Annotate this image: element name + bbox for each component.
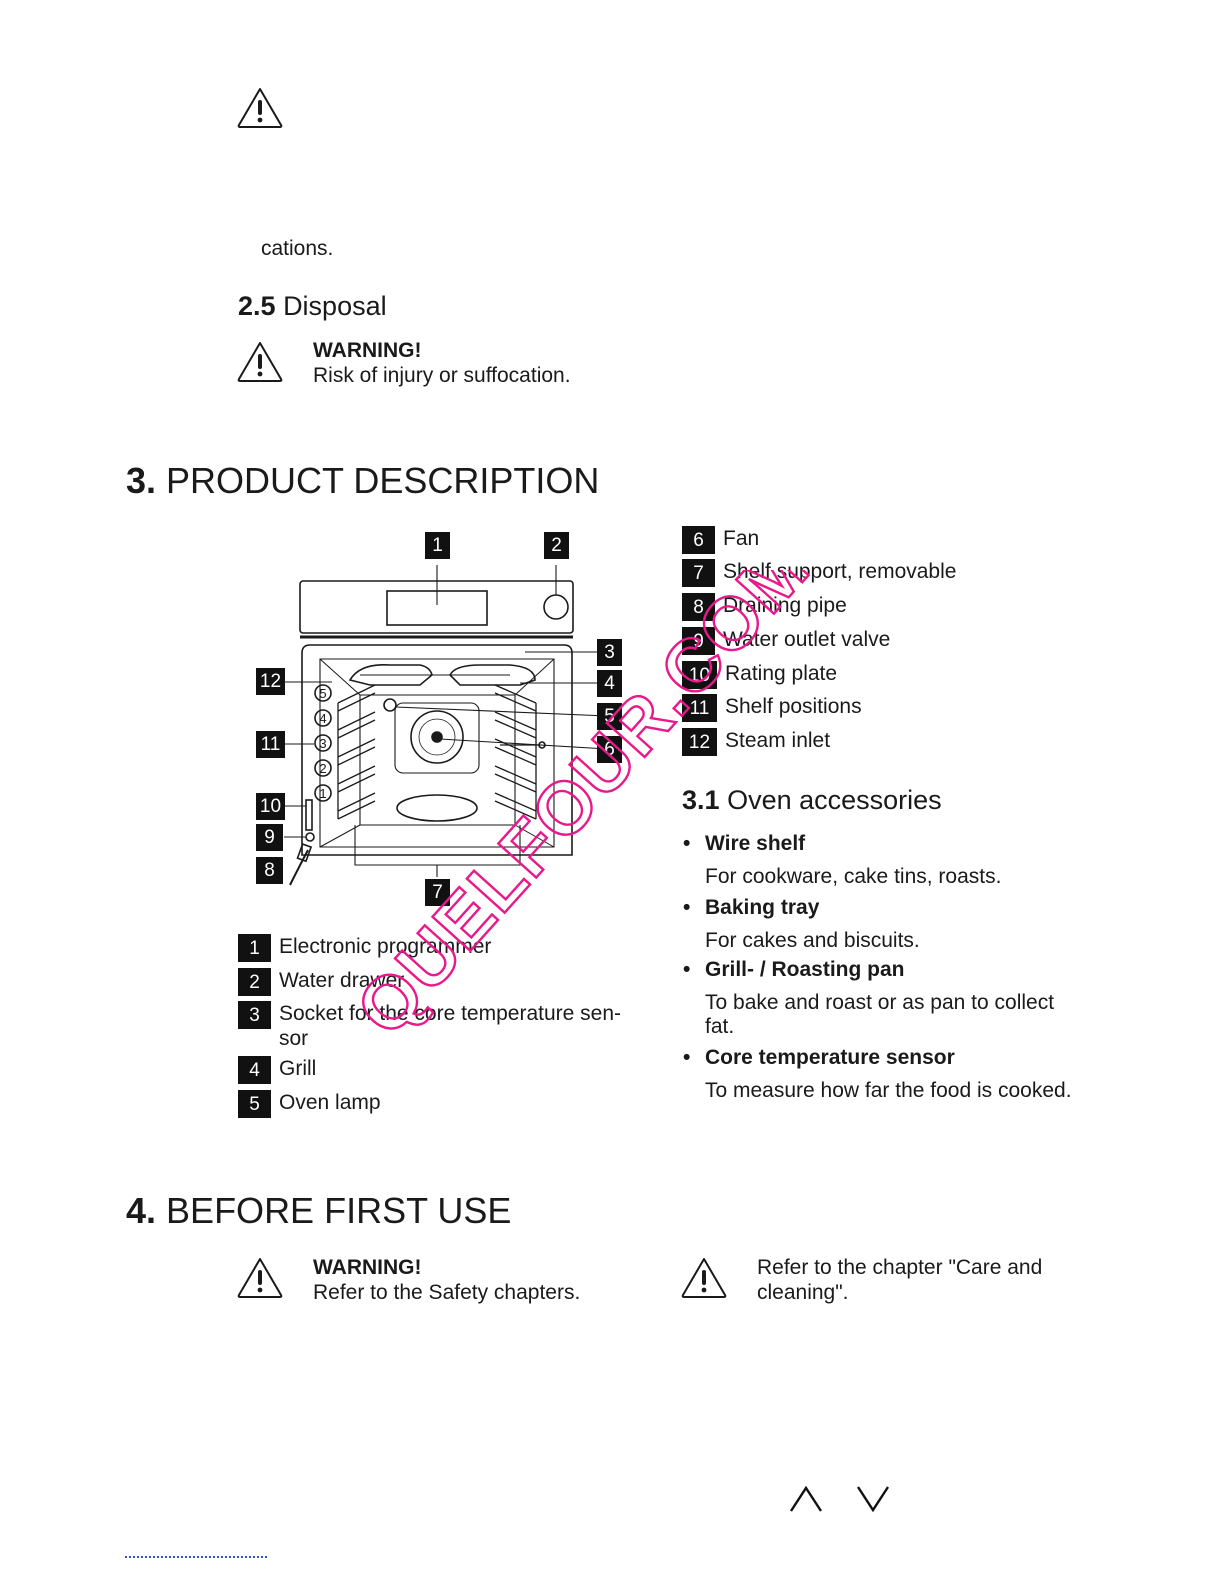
accessory-desc: To bake and roast or as pan to collect: [705, 991, 1055, 1014]
warning-label: WARNING!: [313, 339, 422, 362]
accessory-desc: For cakes and biscuits.: [705, 929, 920, 952]
caution-icon: [681, 1258, 727, 1298]
legend-label-continued: sor: [279, 1027, 309, 1050]
legend-label: Draining pipe: [723, 594, 847, 617]
accessory-name-text: Wire shelf: [705, 832, 806, 855]
legend-item: 8 Draining pipe: [682, 593, 847, 621]
chapter-heading-4: 4. BEFORE FIRST USE: [126, 1190, 511, 1232]
bullet-dot: •: [683, 1046, 691, 1069]
legend-label: Rating plate: [725, 662, 838, 685]
shelf-position-label: 2: [319, 761, 326, 776]
legend-item: 3 Socket for the core temperature sen-: [238, 1001, 621, 1029]
legend-item: 10 Rating plate: [682, 661, 837, 689]
callout-7: 7: [425, 879, 450, 906]
note-text: Refer to the chapter "Care and: [757, 1256, 1043, 1279]
callout-2: 2: [544, 532, 569, 559]
callout-12: 12: [256, 668, 285, 695]
chapter-number: 4.: [126, 1190, 157, 1231]
chapter-title: PRODUCT DESCRIPTION: [166, 460, 600, 501]
accessory-name: • Core temperature sensor: [683, 1045, 955, 1070]
accessory-desc-continued: fat.: [705, 1015, 735, 1038]
legend-item: 2 Water drawer: [238, 968, 404, 996]
legend-item: 11 Shelf positions: [682, 694, 862, 722]
bottom-link-underline[interactable]: [125, 1556, 267, 1558]
callout-5: 5: [597, 703, 622, 730]
legend-number: 5: [238, 1090, 271, 1118]
legend-number: 4: [238, 1056, 271, 1084]
legend-item: 5 Oven lamp: [238, 1090, 381, 1118]
accessory-name-text: Core temperature sensor: [705, 1046, 955, 1069]
chevron-up-icon[interactable]: [788, 1484, 824, 1514]
chevron-down-icon[interactable]: [855, 1484, 891, 1514]
callout-3: 3: [597, 639, 622, 666]
accessory-desc: For cookware, cake tins, roasts.: [705, 865, 1002, 888]
warning-text: Risk of injury or suffocation.: [313, 364, 571, 387]
legend-item: 12 Steam inlet: [682, 728, 830, 756]
section-heading-3-1: 3.1 Oven accessories: [682, 784, 942, 816]
warning-icon: [237, 342, 283, 382]
legend-number: 3: [238, 1001, 271, 1029]
legend-number: 1: [238, 934, 271, 962]
accessory-name: • Wire shelf: [683, 831, 806, 856]
oven-diagram: 5 4 3 2 1: [284, 565, 608, 886]
accessory-name: • Baking tray: [683, 895, 820, 920]
legend-item: 7 Shelf support, removable: [682, 559, 956, 587]
legend-item: 9 Water outlet valve: [682, 627, 890, 655]
section-heading-2-5: 2.5 Disposal: [238, 290, 387, 322]
callout-8: 8: [256, 857, 283, 884]
section-number: 2.5: [238, 291, 276, 321]
callout-1: 1: [425, 532, 450, 559]
callout-11: 11: [256, 731, 285, 758]
legend-number: 7: [682, 559, 715, 587]
legend-label: Water outlet valve: [723, 628, 891, 651]
legend-label: Shelf positions: [725, 695, 862, 718]
accessory-desc: To measure how far the food is cooked.: [705, 1079, 1072, 1102]
callout-10: 10: [256, 793, 285, 820]
bullet-dot: •: [683, 958, 691, 981]
warning-icon: [237, 88, 283, 128]
legend-number: 10: [682, 661, 717, 689]
legend-label: Socket for the core temperature sen-: [279, 1002, 621, 1025]
legend-label: Shelf support, removable: [723, 560, 957, 583]
shelf-position-label: 1: [319, 786, 326, 801]
legend-number: 12: [682, 728, 717, 756]
legend-number: 6: [682, 526, 715, 554]
section-title: Oven accessories: [727, 785, 942, 815]
legend-label: Fan: [723, 527, 760, 550]
chapter-number: 3.: [126, 460, 157, 501]
chapter-title: BEFORE FIRST USE: [166, 1190, 512, 1231]
legend-label: Electronic programmer: [279, 935, 492, 958]
accessory-name: • Grill- / Roasting pan: [683, 957, 905, 982]
chapter-heading-3: 3. PRODUCT DESCRIPTION: [126, 460, 599, 502]
continuation-text: cations.: [261, 237, 334, 260]
section-title: Disposal: [283, 291, 387, 321]
legend-item: 6 Fan: [682, 526, 759, 554]
callout-4: 4: [597, 670, 622, 697]
legend-label: Grill: [279, 1057, 317, 1080]
legend-label: Water drawer: [279, 969, 405, 992]
legend-number: 8: [682, 593, 715, 621]
accessory-name-text: Baking tray: [705, 896, 820, 919]
bullet-dot: •: [683, 896, 691, 919]
legend-number: 2: [238, 968, 271, 996]
legend-item: 4 Grill: [238, 1056, 316, 1084]
accessory-name-text: Grill- / Roasting pan: [705, 958, 905, 981]
warning-label: WARNING!: [313, 1256, 422, 1279]
callout-6: 6: [597, 736, 622, 763]
legend-label: Steam inlet: [725, 729, 831, 752]
shelf-position-label: 3: [319, 736, 326, 751]
shelf-position-label: 5: [319, 686, 326, 701]
callout-9: 9: [256, 824, 283, 851]
legend-number: 9: [682, 627, 715, 655]
legend-item: 1 Electronic programmer: [238, 934, 491, 962]
warning-icon: [237, 1258, 283, 1298]
section-number: 3.1: [682, 785, 720, 815]
legend-number: 11: [682, 694, 717, 722]
warning-text: Refer to the Safety chapters.: [313, 1281, 581, 1304]
legend-label: Oven lamp: [279, 1091, 381, 1114]
note-text-continued: cleaning".: [757, 1281, 849, 1304]
shelf-position-label: 4: [319, 711, 326, 726]
bullet-dot: •: [683, 832, 691, 855]
